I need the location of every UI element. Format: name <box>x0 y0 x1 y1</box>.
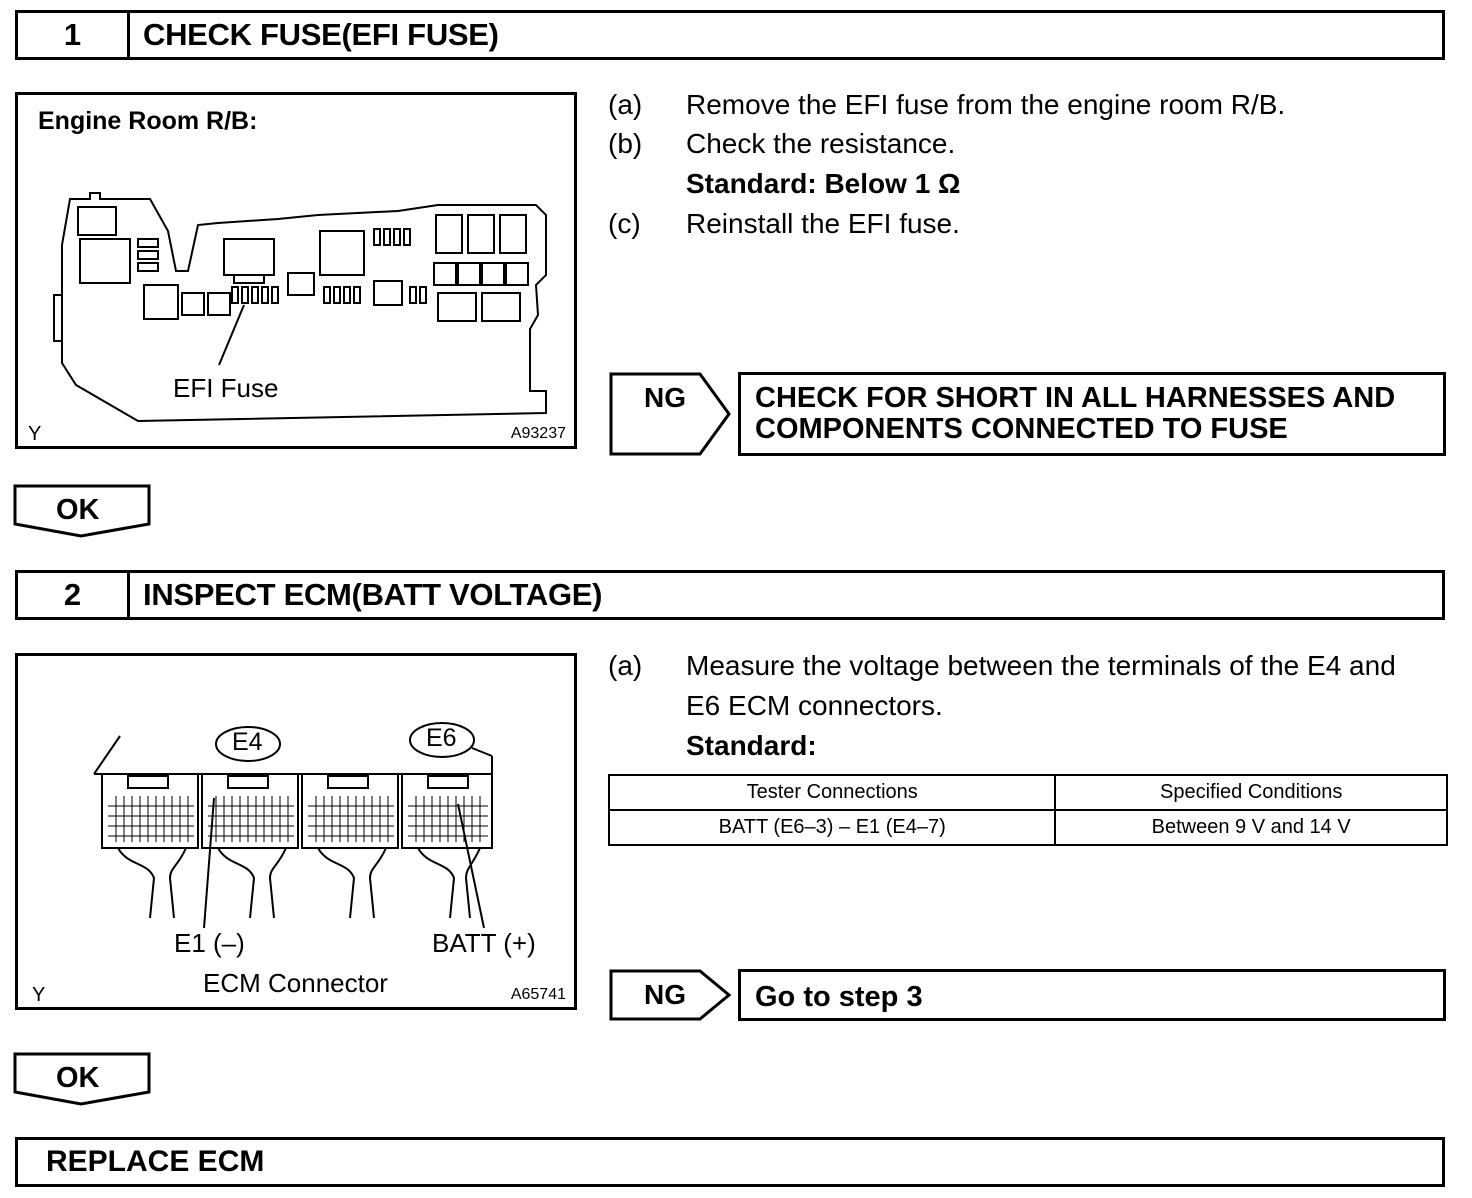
figure-code: A65741 <box>510 986 566 1003</box>
table-header-row: Tester Connections Specified Conditions <box>607 774 1448 811</box>
ecm-connector-drawing <box>93 722 493 929</box>
connector-e6-label: E6 <box>426 724 457 752</box>
relay-block-drawing <box>53 192 547 423</box>
table-header: Specified Conditions <box>1054 774 1448 811</box>
ok-label: OK <box>56 494 100 526</box>
step-number: 1 <box>18 13 130 57</box>
table-cell: BATT (E6–3) – E1 (E4–7) <box>607 809 1057 846</box>
instruction-label: (b) <box>608 128 643 159</box>
ecm-connector-figure: E4 E6 E1 (–) BATT (+) ECM Connector Y A6… <box>15 653 577 1010</box>
table-row: BATT (E6–3) – E1 (E4–7) Between 9 V and … <box>607 809 1448 846</box>
ng-arrow <box>609 969 732 1021</box>
figure-corner-mark: Y <box>28 423 42 445</box>
standard-heading: Standard: <box>686 730 817 761</box>
table-header: Tester Connections <box>607 774 1057 811</box>
figure-corner-mark: Y <box>32 984 46 1006</box>
instruction-text: Measure the voltage between the terminal… <box>686 650 1396 681</box>
step-title: INSPECT ECM(BATT VOLTAGE) <box>143 577 603 612</box>
figure-code: A93237 <box>510 425 566 442</box>
ng-label: NG <box>644 382 686 413</box>
step-title: CHECK FUSE(EFI FUSE) <box>143 17 499 52</box>
instruction-label: (c) <box>608 208 641 239</box>
instruction-text: E6 ECM connectors. <box>686 690 943 721</box>
replace-ecm-box: REPLACE ECM <box>15 1137 1445 1187</box>
ng-action-text: Go to step 3 <box>755 981 923 1013</box>
step-number: 2 <box>18 573 130 617</box>
ng-arrow <box>609 372 731 456</box>
final-action-text: REPLACE ECM <box>46 1145 265 1178</box>
pin-e1-label: E1 (–) <box>174 928 245 958</box>
step-2-header: 2 INSPECT ECM(BATT VOLTAGE) <box>15 570 1445 620</box>
ng-action-box: Go to step 3 <box>738 969 1446 1021</box>
instruction-label: (a) <box>608 89 643 120</box>
instruction-text: Reinstall the EFI fuse. <box>686 208 960 239</box>
figure-heading: Engine Room R/B: <box>38 107 258 135</box>
ok-label: OK <box>56 1062 100 1094</box>
ok-arrow <box>13 484 151 538</box>
efi-fuse-callout: EFI Fuse <box>173 373 279 403</box>
standard-value: Standard: Below 1 Ω <box>686 168 961 199</box>
instruction-text: Check the resistance. <box>686 128 956 159</box>
connector-e4-label: E4 <box>232 728 263 756</box>
ok-arrow <box>13 1052 151 1106</box>
engine-room-rb-figure: Engine Room R/B: <box>15 92 577 449</box>
pin-batt-label: BATT (+) <box>432 928 536 958</box>
figure-caption: ECM Connector <box>203 968 388 998</box>
table-cell: Between 9 V and 14 V <box>1054 809 1448 846</box>
ng-label: NG <box>644 979 686 1010</box>
ng-action-box: CHECK FOR SHORT IN ALL HARNESSES AND COM… <box>738 372 1446 456</box>
ng-action-line: COMPONENTS CONNECTED TO FUSE <box>755 413 1288 445</box>
instruction-text: Remove the EFI fuse from the engine room… <box>686 89 1286 120</box>
ng-action-line: CHECK FOR SHORT IN ALL HARNESSES AND <box>755 382 1396 414</box>
step-1-header: 1 CHECK FUSE(EFI FUSE) <box>15 10 1445 60</box>
spec-table: Tester Connections Specified Conditions … <box>607 774 1448 846</box>
instruction-label: (a) <box>608 650 643 681</box>
